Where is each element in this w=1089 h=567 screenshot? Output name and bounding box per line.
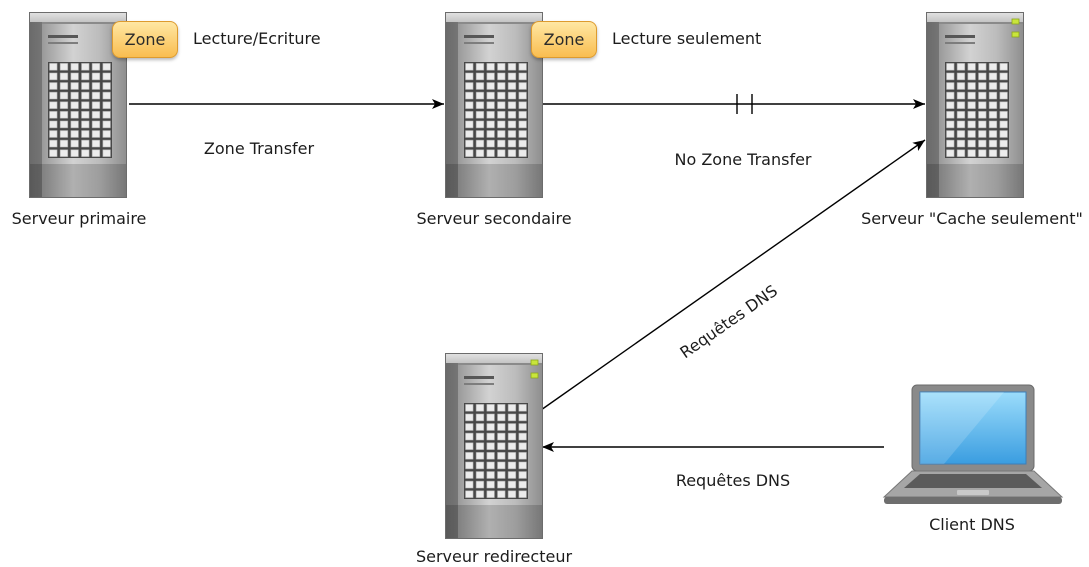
status-light-icon bbox=[1011, 31, 1020, 38]
no-zone-transfer-arrow bbox=[543, 94, 925, 114]
status-light-icon bbox=[530, 372, 539, 379]
cache-server-label: Serveur "Cache seulement" bbox=[861, 209, 1083, 228]
secondary-server-icon bbox=[445, 12, 543, 198]
cache-server-icon bbox=[926, 12, 1024, 198]
primary-zone-access-label: Lecture/Ecriture bbox=[193, 29, 321, 48]
secondary-server-label: Serveur secondaire bbox=[416, 209, 572, 228]
laptop-icon bbox=[882, 384, 1064, 504]
dns-query-arrow-forwarder-to-cache bbox=[540, 139, 926, 411]
dns-query-label-client-to-forwarder: Requêtes DNS bbox=[675, 471, 791, 490]
secondary-zone-access-label: Lecture seulement bbox=[612, 29, 762, 48]
forwarder-server bbox=[445, 353, 543, 539]
forwarder-server-label: Serveur redirecteur bbox=[415, 547, 573, 566]
status-light-icon bbox=[1011, 18, 1020, 25]
cache-server bbox=[926, 12, 1024, 198]
no-zone-transfer-label: No Zone Transfer bbox=[674, 150, 812, 169]
blocked-transfer-marker bbox=[736, 94, 753, 114]
primary-server-label: Serveur primaire bbox=[11, 209, 147, 228]
forwarder-server-icon bbox=[445, 353, 543, 539]
primary-zone-badge: Zone bbox=[112, 21, 178, 58]
status-light-icon bbox=[530, 359, 539, 366]
zone-transfer-label: Zone Transfer bbox=[203, 139, 315, 158]
secondary-zone-badge: Zone bbox=[531, 21, 597, 58]
client-label: Client DNS bbox=[929, 515, 1015, 534]
